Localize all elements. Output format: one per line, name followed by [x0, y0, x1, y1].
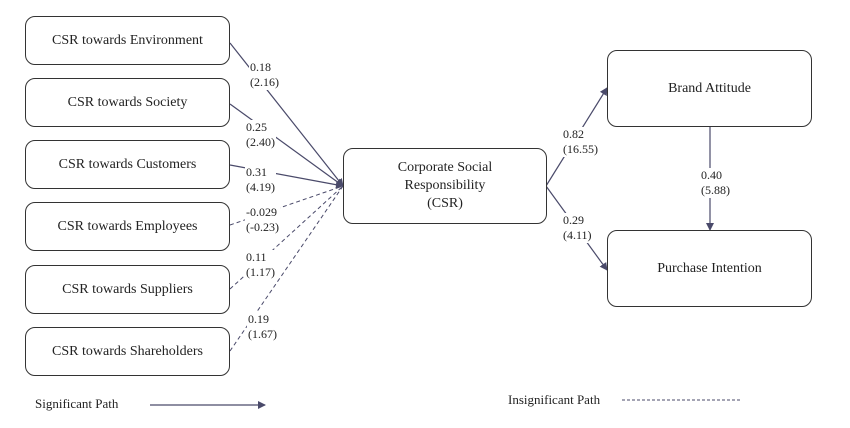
path-label-csr-ba: 0.82 (16.55) — [562, 127, 599, 157]
path-soc-csr — [229, 103, 344, 187]
node-purchase-intention: Purchase Intention — [607, 230, 812, 307]
path-label-csr-pi: 0.29 (4.11) — [562, 213, 593, 243]
node-csr-environment: CSR towards Environment — [25, 16, 230, 65]
path-emp-csr — [229, 185, 344, 226]
node-csr-society: CSR towards Society — [25, 78, 230, 127]
node-label: CSR towards Shareholders — [52, 343, 203, 359]
node-label: CSR towards Customers — [58, 156, 197, 172]
node-label: Purchase Intention — [657, 260, 762, 276]
legend-insignificant-label: Insignificant Path — [508, 392, 601, 407]
path-label-emp: -0.029 (-0.23) — [245, 205, 280, 235]
node-label: Brand Attitude — [668, 80, 751, 96]
node-csr-customers: CSR towards Customers — [25, 140, 230, 189]
path-label-sha: 0.19 (1.67) — [247, 312, 278, 342]
path-label-soc: 0.25 (2.40) — [245, 120, 276, 150]
node-csr-employees: CSR towards Employees — [25, 202, 230, 251]
path-label-cus: 0.31 (4.19) — [245, 165, 276, 195]
path-label-env: 0.18 (2.16) — [249, 60, 280, 90]
node-label: CSR towards Suppliers — [62, 281, 193, 297]
node-label: Corporate Social Responsibility (CSR) — [397, 160, 493, 211]
path-env-csr — [229, 42, 344, 187]
node-label: CSR towards Environment — [52, 32, 203, 48]
path-label-sup: 0.11 (1.17) — [245, 250, 276, 280]
node-label: CSR towards Employees — [57, 218, 198, 234]
node-corporate-social-responsibility: Corporate Social Responsibility (CSR) — [343, 148, 547, 224]
node-label: CSR towards Society — [67, 94, 188, 110]
path-sha-csr — [229, 185, 344, 352]
path-label-ba-pi: 0.40 (5.88) — [700, 168, 731, 198]
node-brand-attitude: Brand Attitude — [607, 50, 812, 127]
node-csr-suppliers: CSR towards Suppliers — [25, 265, 230, 314]
node-csr-shareholders: CSR towards Shareholders — [25, 327, 230, 376]
legend-significant-label: Significant Path — [35, 396, 119, 411]
path-sup-csr — [229, 185, 344, 290]
